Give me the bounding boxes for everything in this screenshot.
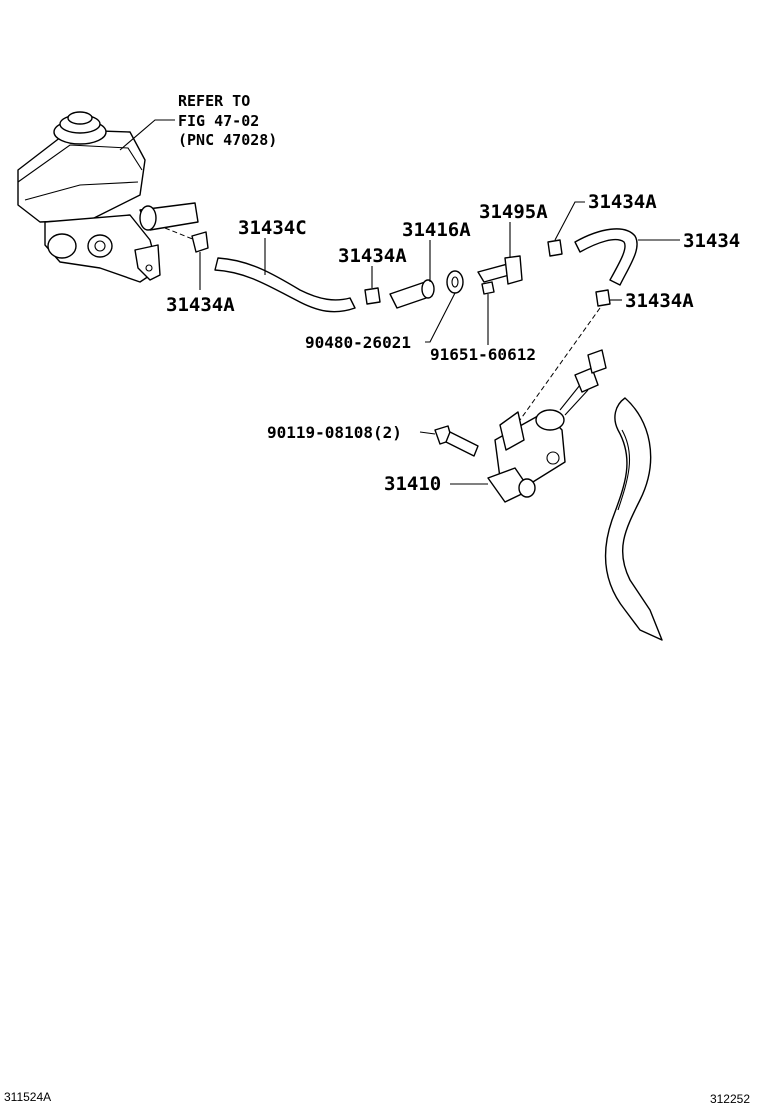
- label-91651: 91651-60612: [430, 345, 536, 364]
- label-31434A-right: 31434A: [625, 290, 694, 312]
- leader-31434A-top: [554, 201, 585, 241]
- label-31416A: 31416A: [402, 219, 471, 241]
- label-31410: 31410: [384, 473, 441, 495]
- hose-31434: [574, 228, 638, 286]
- reference-line-3: (PNC 47028): [178, 131, 277, 149]
- leader-90480: [425, 292, 456, 343]
- gasket-90480: [446, 270, 464, 294]
- label-90480: 90480-26021: [305, 333, 411, 352]
- clamp-middle: [364, 287, 381, 305]
- leader-90119: [419, 431, 436, 435]
- label-31434A-mid: 31434A: [338, 245, 407, 267]
- master-cylinder-reservoir: [17, 111, 199, 283]
- label-31434A-top: 31434A: [588, 191, 657, 213]
- label-31495A: 31495A: [479, 201, 548, 223]
- clamp-left: [191, 231, 209, 253]
- footer-right-code: 312252: [709, 1092, 750, 1106]
- footer-left-code: 311524A: [4, 1090, 52, 1104]
- hose-31434C: [214, 257, 356, 313]
- clutch-master-cylinder: [487, 349, 607, 503]
- label-31434A-left: 31434A: [166, 294, 235, 316]
- reference-line-1: REFER TO: [178, 92, 250, 110]
- clutch-pedal: [604, 397, 663, 641]
- label-31434: 31434: [683, 230, 740, 252]
- reference-leader: [119, 119, 175, 151]
- clamp-top: [547, 239, 563, 257]
- reference-line-2: FIG 47-02: [178, 112, 259, 130]
- label-31434C: 31434C: [238, 217, 307, 239]
- clamp-right: [595, 289, 611, 307]
- dash-left-clamp: [164, 227, 196, 241]
- dash-clutch-line: [519, 307, 601, 421]
- label-90119: 90119-08108(2): [267, 423, 402, 442]
- bolt-91651: [481, 281, 495, 295]
